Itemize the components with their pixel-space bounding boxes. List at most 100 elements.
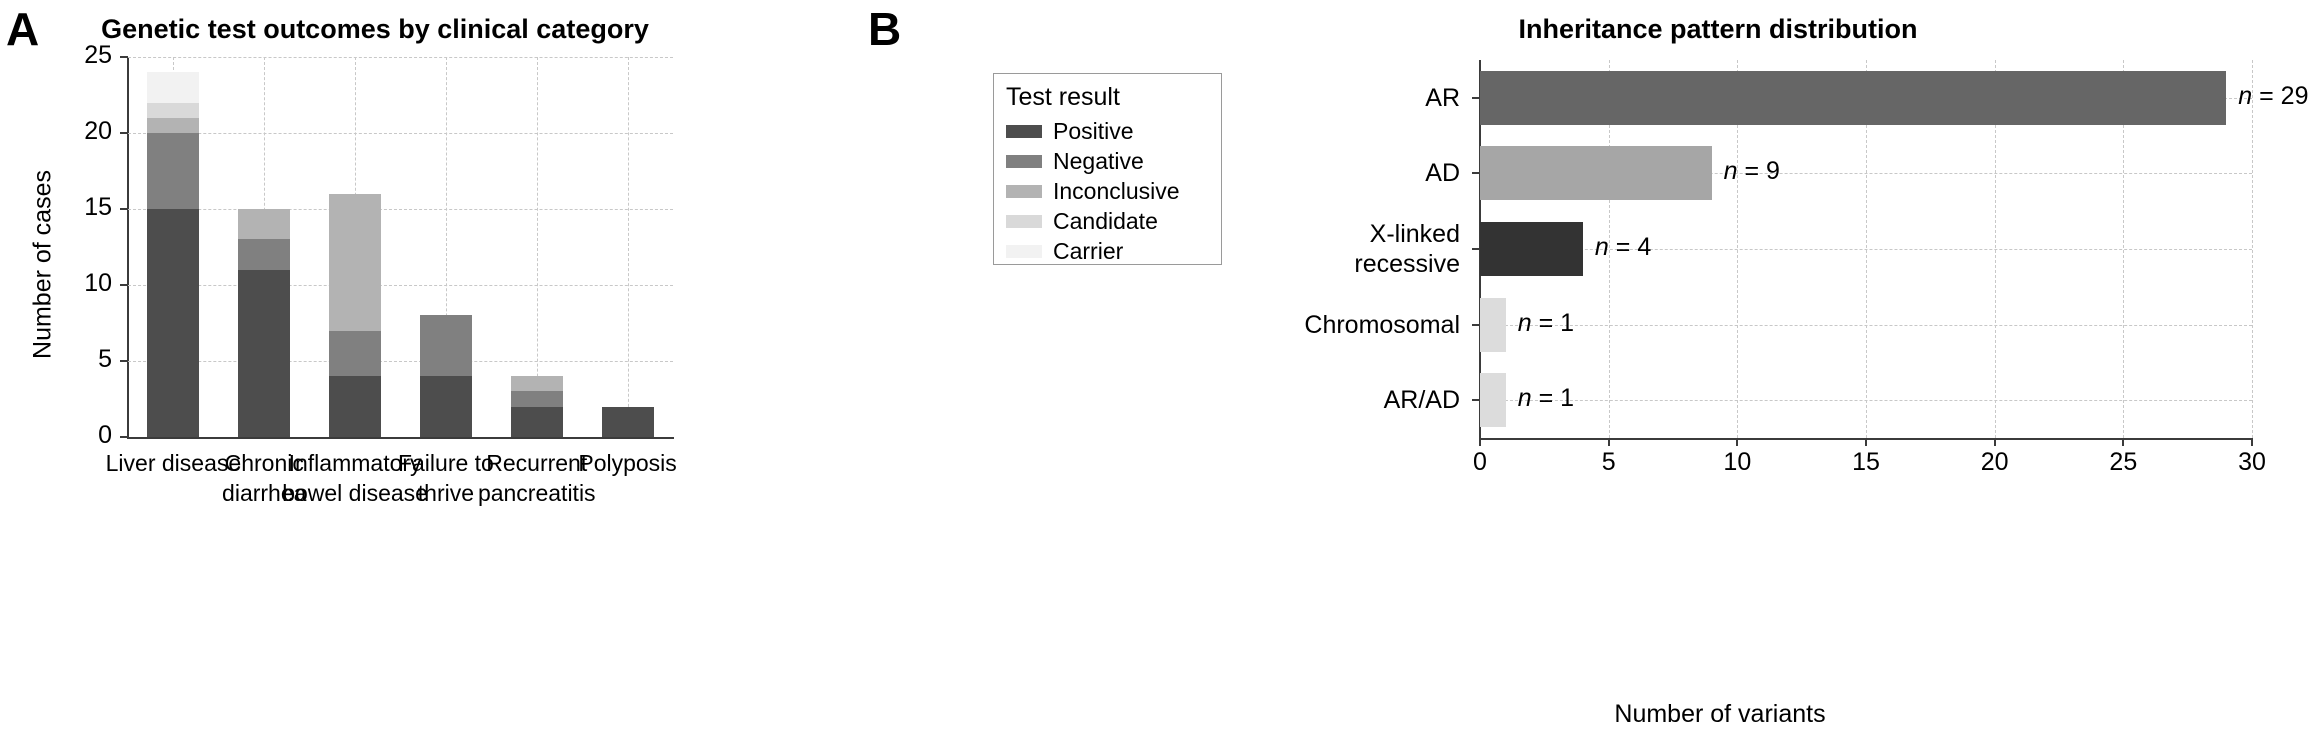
panel-b-x-tick-mark xyxy=(1865,438,1867,446)
panel-a-stacked-bar[interactable] xyxy=(510,57,563,437)
panel-a-y-tick-label: 5 xyxy=(98,345,112,373)
panel-b-bar[interactable] xyxy=(1480,70,2227,125)
panel-a-bar-segment[interactable] xyxy=(329,376,382,437)
panel-b-y-tick-label-line: Chromosomal xyxy=(1304,310,1460,339)
panel-a-x-tick-label-line: pancreatitis xyxy=(477,480,596,506)
panel-a-bar-segment[interactable] xyxy=(238,269,291,437)
panel-a-x-axis-line xyxy=(127,437,674,439)
legend-item-label: Negative xyxy=(1053,148,1144,174)
panel-a-y-tick-mark xyxy=(120,284,128,286)
panel-a-x-tick-label-line: Failure to xyxy=(397,450,494,476)
panel-b-bar[interactable] xyxy=(1480,146,1712,201)
legend-item-candidate[interactable]: Candidate xyxy=(1006,206,1211,236)
panel-b-x-tick-mark xyxy=(1993,438,1996,446)
panel-a-bar-segment[interactable] xyxy=(147,102,200,118)
panel-a-gridline xyxy=(128,133,673,134)
legend-title: Test result xyxy=(1006,83,1120,111)
panel-a-bar-segment[interactable] xyxy=(329,193,382,331)
panel-a-bar-segment[interactable] xyxy=(601,406,654,437)
panel-a-bar-segment[interactable] xyxy=(510,391,563,407)
panel-a-y-tick-label: 10 xyxy=(84,269,112,297)
panel-b-bar-annotation: n = 4 xyxy=(1594,233,1652,261)
panel-b-x-tick-label: 25 xyxy=(2109,448,2138,476)
panel-b-bar[interactable] xyxy=(1480,222,1583,276)
panel-b-gridline-vertical xyxy=(2252,60,2253,438)
panel-a-bar-segment[interactable] xyxy=(419,315,472,377)
panel-b-y-tick-label-line: recessive xyxy=(1354,250,1460,278)
panel-a-x-tick-label-line: thrive xyxy=(417,480,475,506)
panel-a-bar-segment[interactable] xyxy=(329,330,382,377)
panel-a-gridline-vertical xyxy=(627,57,629,437)
panel-b-y-tick-mark xyxy=(1472,323,1480,326)
panel-b-x-tick-mark xyxy=(1479,438,1481,446)
panel-a-bar-segment[interactable] xyxy=(147,133,200,209)
panel-a-bar-segment[interactable] xyxy=(510,406,563,437)
panel-a-y-axis-line xyxy=(127,57,129,438)
panel-a-bar-segment[interactable] xyxy=(147,117,200,133)
panel-b-y-tick-label-line: AR/AD xyxy=(1383,386,1460,415)
panel-b-x-tick-label: 20 xyxy=(1980,448,2009,476)
panel-a: A Genetic test outcomes by clinical cate… xyxy=(0,0,1222,755)
panel-b-x-tick-label: 5 xyxy=(1601,448,1616,476)
panel-a-bar-segment[interactable] xyxy=(419,376,472,437)
panel-a-stacked-bar[interactable] xyxy=(329,57,382,437)
panel-b-bar[interactable] xyxy=(1480,373,1506,428)
legend-item-label: Candidate xyxy=(1053,208,1158,234)
panel-b-x-tick-label: 30 xyxy=(2238,448,2266,476)
legend-item-positive[interactable]: Positive xyxy=(1006,116,1211,146)
panel-a-stacked-bar[interactable] xyxy=(419,57,472,437)
panel-a-gridline xyxy=(128,57,673,58)
panel-a-x-tick-label-line: Polyposis xyxy=(578,450,677,476)
panel-a-stacked-bar[interactable] xyxy=(238,57,291,437)
panel-a-x-tick-label-line: Inflammatory xyxy=(288,450,422,476)
legend-swatch-icon xyxy=(1006,214,1042,228)
panel-a-y-tick-mark xyxy=(120,436,128,438)
legend-swatch-icon xyxy=(1006,124,1042,138)
legend-item-label: Carrier xyxy=(1053,238,1124,264)
panel-a-gridline-vertical xyxy=(536,57,538,437)
panel-a-stacked-bar[interactable] xyxy=(147,57,200,437)
panel-a-gridline xyxy=(128,361,673,362)
legend-item-negative[interactable]: Negative xyxy=(1006,146,1211,176)
panel-b-gridline-horizontal xyxy=(1480,324,2252,326)
panel-b-y-tick-label-line: AD xyxy=(1425,159,1460,188)
panel-a-y-tick-label: 15 xyxy=(84,193,112,221)
panel-a-y-tick-label: 0 xyxy=(98,421,112,449)
panel-a-bar-segment[interactable] xyxy=(147,72,200,103)
panel-a-bar-segment[interactable] xyxy=(147,209,200,437)
panel-a-bar-segment[interactable] xyxy=(238,239,291,270)
panel-b-letter: B xyxy=(868,3,902,55)
legend-item-carrier[interactable]: Carrier xyxy=(1006,236,1211,266)
legend-item-inconclusive[interactable]: Inconclusive xyxy=(1006,176,1211,206)
legend-swatch-icon xyxy=(1006,184,1042,198)
panel-a-title: Genetic test outcomes by clinical catego… xyxy=(101,14,649,44)
panel-b-y-tick-label-line: AR xyxy=(1425,83,1460,112)
panel-a-gridline xyxy=(128,285,673,286)
panel-b-y-tick-label: AD xyxy=(1240,158,1460,188)
panel-a-x-tick-label-line: diarrhea xyxy=(222,480,307,506)
panel-b-y-tick-label: Chromosomal xyxy=(1240,310,1460,340)
panel-a-x-tick-label: Failure to thrive xyxy=(346,448,546,508)
legend-swatch-icon xyxy=(1006,244,1042,258)
panel-b-bar-annotation: n = 1 xyxy=(1517,384,1575,413)
panel-b-bar-annotation: n = 1 xyxy=(1517,308,1575,337)
panel-a-y-tick-mark xyxy=(120,56,128,58)
panel-a-x-tick-label: Polyposis xyxy=(528,448,728,478)
panel-b-x-tick-mark xyxy=(2122,438,2125,446)
panel-a-y-tick-label: 25 xyxy=(84,41,112,69)
panel-a-y-tick-mark xyxy=(120,208,128,210)
panel-b-bar[interactable] xyxy=(1480,297,1506,352)
panel-a-bar-segment[interactable] xyxy=(510,376,563,392)
panel-b-bar-annotation: n = 29 xyxy=(2238,81,2309,110)
panel-a-bar-segment[interactable] xyxy=(238,209,291,240)
panel-b-x-tick-mark xyxy=(1607,438,1610,446)
panel-b-y-tick-label: AR/AD xyxy=(1240,385,1460,415)
panel-b-x-tick-mark xyxy=(1736,438,1739,446)
panel-a-stacked-bar[interactable] xyxy=(601,57,654,437)
panel-b-x-tick-mark xyxy=(2251,438,2253,446)
